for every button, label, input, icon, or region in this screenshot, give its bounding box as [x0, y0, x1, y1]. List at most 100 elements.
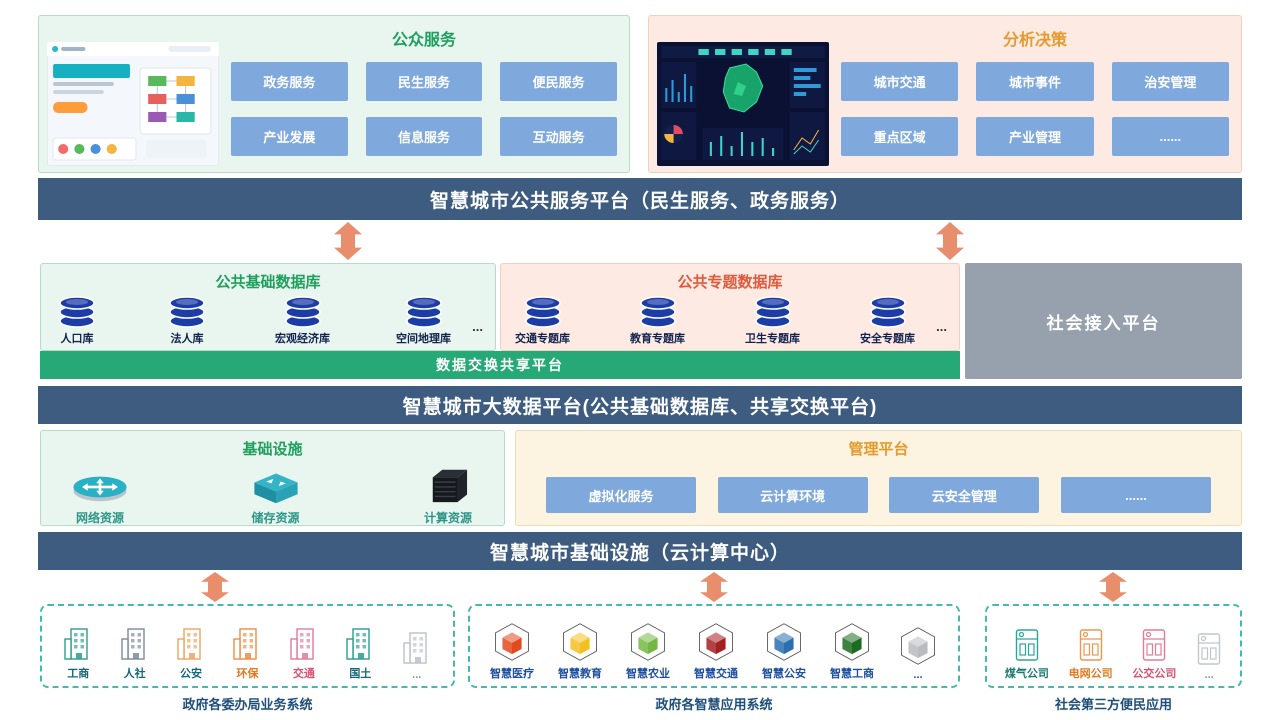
building-icon — [346, 628, 371, 660]
utility-kiosk-icon — [1015, 629, 1039, 661]
building-icon — [64, 628, 88, 660]
smart-app-label: 智慧教育 — [558, 668, 602, 680]
topic-database-title: 公共专题数据库 — [677, 274, 783, 291]
base-database-title: 公共基础数据库 — [215, 274, 321, 291]
analysis-decision-panel: 分析决策 城市交通城市事件治安管理重点区域产业管理...... — [648, 15, 1242, 173]
dashboard-screenshot — [657, 42, 829, 166]
infrastructure-platform-banner: 智慧城市基础设施（云计算中心） — [38, 532, 1242, 570]
gov-system-item: 环保 — [232, 626, 262, 681]
service-chip[interactable]: 便民服务 — [500, 62, 617, 101]
database-label: 教育专题库 — [630, 333, 685, 345]
building-icon — [403, 632, 427, 664]
cube-icon — [767, 623, 801, 661]
gov-system-item: 工商 — [63, 626, 93, 681]
dashboard-thumbnail-graphic — [657, 42, 829, 166]
building-icon — [120, 628, 145, 660]
third-party-item: 煤气公司 — [1005, 628, 1049, 681]
gov-system-label: 国土 — [349, 668, 372, 680]
building-icon — [177, 628, 201, 660]
data-flow-arrow — [700, 572, 728, 602]
database-label: 空间地理库 — [396, 333, 451, 345]
database-label: 法人库 — [170, 333, 204, 345]
storage-resource-label: 储存资源 — [251, 511, 300, 525]
database-item: 安全专题库 — [860, 296, 915, 346]
smart-apps-caption: 政府各智慧应用系统 — [655, 697, 773, 712]
public-services-title: 公众服务 — [391, 32, 456, 49]
service-platform-banner: 智慧城市公共服务平台（民生服务、政务服务） — [38, 178, 1242, 220]
bigdata-platform-banner: 智慧城市大数据平台(公共基础数据库、共享交换平台) — [38, 386, 1242, 424]
smart-app-label: 智慧医疗 — [490, 668, 534, 680]
base-database-panel: 公共基础数据库 人口库 法人库 — [40, 263, 496, 351]
cube-icon — [563, 623, 597, 661]
smart-app-item: 智慧农业 — [626, 622, 670, 681]
management-platform-panel: 管理平台 虚拟化服务云计算环境云安全管理...... — [515, 430, 1242, 526]
compute-resource: 计算资源 — [420, 465, 476, 526]
infrastructure-title: 基础设施 — [242, 441, 303, 458]
database-item: 交通专题库 — [515, 296, 570, 346]
database-item: 卫生专题库 — [745, 296, 800, 346]
third-party-panel: 煤气公司 电网公司 公交公司 — [985, 604, 1242, 688]
gov-system-item: 交通 — [289, 626, 319, 681]
infrastructure-panel: 基础设施 网络资源 — [40, 430, 505, 526]
service-chip[interactable]: 政务服务 — [231, 62, 348, 101]
database-label: 安全专题库 — [860, 333, 915, 345]
public-service-screenshot — [47, 42, 219, 166]
more-ellipsis: ... — [472, 319, 483, 334]
network-resource: 网络资源 — [69, 469, 131, 526]
gov-system-label: 交通 — [292, 668, 315, 680]
gov-system-label: 公安 — [180, 668, 203, 680]
database-item: 教育专题库 — [630, 296, 685, 346]
gov-system-item: 公安 — [176, 626, 206, 681]
utility-kiosk-icon — [1079, 629, 1102, 661]
storage-switch-icon — [253, 473, 298, 504]
analysis-chip[interactable]: 治安管理 — [1111, 62, 1229, 101]
building-icon — [290, 628, 314, 660]
base-database-list: 人口库 法人库 宏观经济库 — [55, 296, 451, 346]
third-party-list: 煤气公司 电网公司 公交公司 — [995, 614, 1232, 681]
management-chip[interactable]: 虚拟化服务 — [546, 477, 696, 513]
webpage-thumbnail-graphic — [47, 42, 219, 166]
data-exchange-bar: 数据交换共享平台 — [40, 351, 960, 379]
gov-system-label: 工商 — [67, 668, 90, 680]
analysis-chip[interactable]: 城市交通 — [841, 62, 959, 101]
utility-kiosk-icon — [1143, 629, 1166, 661]
service-chip[interactable]: 互动服务 — [500, 117, 617, 156]
management-chip[interactable]: 云计算环境 — [717, 477, 868, 513]
database-label: 人口库 — [60, 333, 94, 345]
cube-icon — [495, 623, 529, 661]
management-chip[interactable]: ...... — [1060, 477, 1211, 513]
smart-app-item: 智慧公安 — [762, 622, 806, 681]
smart-app-item: 智慧交通 — [694, 622, 738, 681]
smart-app-label: 智慧工商 — [830, 668, 874, 680]
smart-app-label: 智慧农业 — [626, 668, 670, 680]
smart-app-item: 智慧教育 — [558, 622, 602, 681]
smart-app-label: 智慧公安 — [762, 668, 806, 680]
management-chip[interactable]: 云安全管理 — [889, 477, 1040, 513]
gov-system-label: ... — [412, 669, 422, 681]
third-party-label: 电网公司 — [1068, 668, 1113, 680]
smart-app-item: 智慧医疗 — [490, 622, 534, 681]
gov-systems-panel: 工商 人社 — [40, 604, 455, 688]
data-flow-arrow — [936, 222, 964, 260]
analysis-chip[interactable]: 重点区域 — [841, 117, 959, 156]
analysis-decision-title: 分析决策 — [1002, 32, 1067, 49]
analysis-chip[interactable]: 城市事件 — [976, 62, 1094, 101]
gov-systems-list: 工商 人社 — [50, 614, 445, 681]
database-item: 宏观经济库 — [275, 296, 330, 346]
service-chip[interactable]: 信息服务 — [365, 117, 483, 156]
topic-database-panel: 公共专题数据库 交通专题库 教育专题库 — [500, 263, 960, 351]
data-flow-arrow — [201, 572, 229, 602]
service-chip[interactable]: 民生服务 — [365, 62, 483, 101]
analysis-chip[interactable]: 产业管理 — [976, 117, 1094, 156]
database-icon — [59, 296, 95, 328]
database-label: 交通专题库 — [515, 333, 570, 345]
analysis-chip[interactable]: ...... — [1111, 117, 1229, 156]
third-party-caption: 社会第三方便民应用 — [1054, 697, 1172, 712]
analysis-buttons: 城市交通城市事件治安管理重点区域产业管理...... — [841, 62, 1229, 156]
service-chip[interactable]: 产业发展 — [231, 117, 348, 156]
smart-app-item: 智慧工商 — [830, 622, 874, 681]
third-party-label: ... — [1204, 669, 1214, 681]
gov-system-label: 环保 — [236, 668, 259, 680]
cube-icon — [699, 623, 733, 661]
